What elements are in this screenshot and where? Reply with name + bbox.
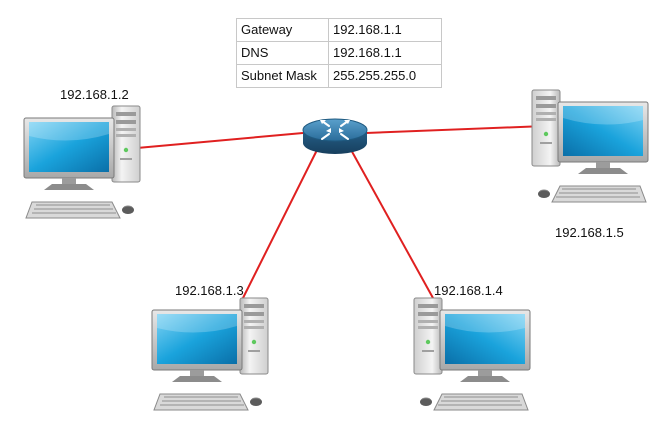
- config-value: 192.168.1.1: [328, 41, 442, 65]
- computer-icon-pc3: [413, 297, 531, 411]
- link-router-pc3: [349, 147, 434, 299]
- config-row-dns: DNS 192.168.1.1: [236, 41, 442, 65]
- link-router-pc2: [242, 147, 319, 299]
- config-row-subnet-mask: Subnet Mask 255.255.255.0: [236, 64, 442, 88]
- router-icon: [302, 118, 368, 154]
- computer-icon-pc2: [151, 297, 269, 411]
- config-value: 255.255.255.0: [328, 64, 442, 88]
- computer-icon-pc4: [531, 89, 649, 203]
- config-label: Gateway: [236, 18, 329, 42]
- config-row-gateway: Gateway 192.168.1.1: [236, 18, 442, 42]
- link-pc1-router: [136, 132, 304, 149]
- link-router-pc4: [365, 125, 546, 134]
- host-ip-pc3: 192.168.1.4: [434, 283, 503, 298]
- computer-icon-pc1: [23, 105, 141, 219]
- config-value: 192.168.1.1: [328, 18, 442, 42]
- config-label: Subnet Mask: [236, 64, 329, 88]
- host-ip-pc2: 192.168.1.3: [175, 283, 244, 298]
- config-label: DNS: [236, 41, 329, 65]
- host-ip-pc4: 192.168.1.5: [555, 225, 624, 240]
- host-ip-pc1: 192.168.1.2: [60, 87, 129, 102]
- network-config-table: Gateway 192.168.1.1 DNS 192.168.1.1 Subn…: [236, 18, 442, 88]
